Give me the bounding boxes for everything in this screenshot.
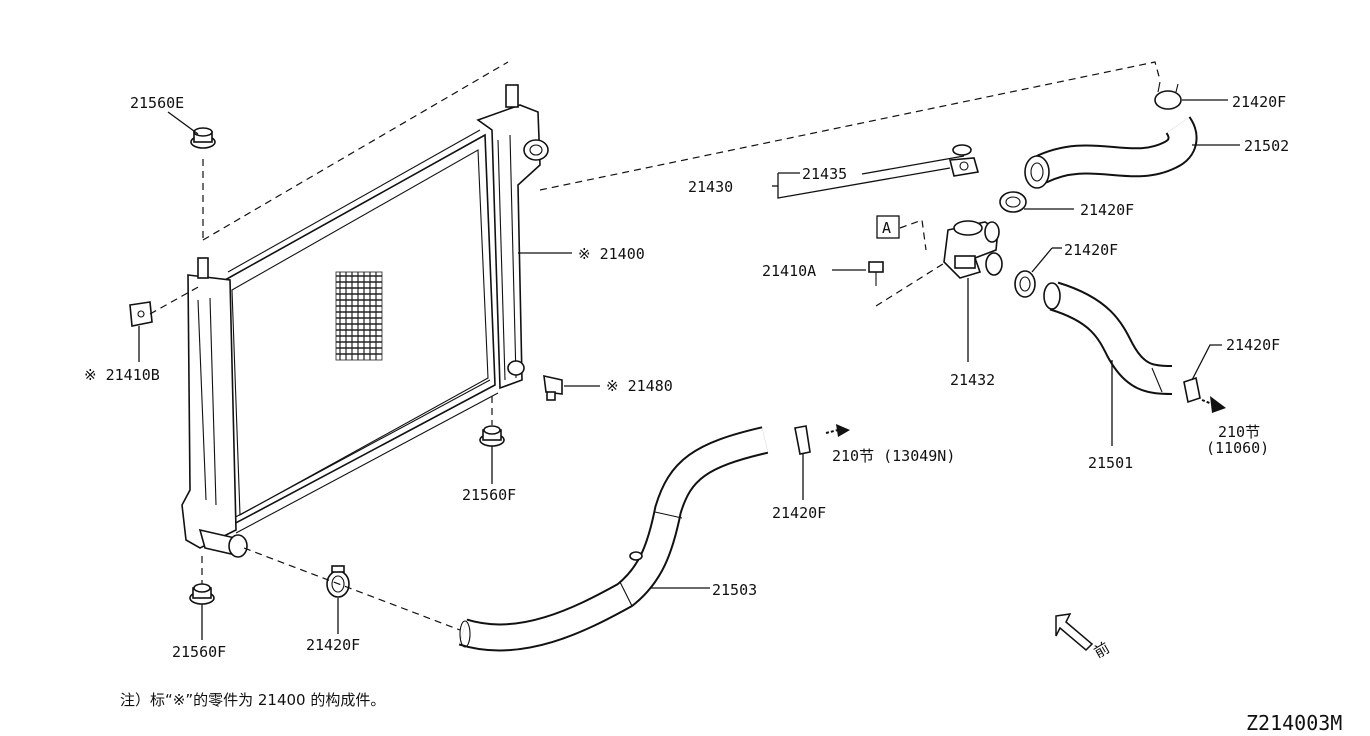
part-labels: 21560E ※ 21410B ※ 21400 ※ 21480 21560F 2… bbox=[84, 93, 1289, 661]
label-21560F-mid: 21560F bbox=[462, 486, 516, 504]
front-mark: 前 bbox=[1091, 639, 1113, 662]
label-21420F-right-2: 21420F bbox=[1064, 241, 1118, 259]
label-21480: ※ 21480 bbox=[606, 377, 673, 395]
label-21560E: 21560E bbox=[130, 94, 184, 112]
front-direction-arrow: 前 bbox=[1055, 613, 1113, 662]
leader-lines bbox=[138, 99, 1240, 640]
label-21410A: 21410A bbox=[762, 262, 816, 280]
grommet-21560E bbox=[190, 127, 216, 149]
dashed-leaders bbox=[149, 61, 1161, 631]
label-21420F-top: 21420F bbox=[1232, 93, 1286, 111]
hose-21503 bbox=[458, 426, 769, 652]
label-21420F-bottom: 21420F bbox=[306, 636, 360, 654]
label-21430: 21430 bbox=[688, 178, 733, 196]
clamp-21420F-bottom bbox=[326, 565, 350, 598]
label-ref-13049N: 210节 (13049N) bbox=[832, 447, 955, 465]
grommet-21560F-bottom bbox=[189, 583, 215, 605]
diagram-code: Z214003M bbox=[1246, 711, 1342, 735]
label-21400: ※ 21400 bbox=[578, 245, 645, 263]
label-21432: 21432 bbox=[950, 371, 995, 389]
label-21501: 21501 bbox=[1088, 454, 1133, 472]
label-21435: 21435 bbox=[802, 165, 847, 183]
grommet-21560F-mid bbox=[479, 425, 505, 447]
radiator-21400 bbox=[181, 84, 549, 558]
label-ref-11060-a: 210节 bbox=[1218, 423, 1260, 441]
bolt-21410A bbox=[868, 261, 884, 286]
hose-21501 bbox=[1043, 281, 1173, 395]
water-outlet-21432 bbox=[943, 220, 1003, 279]
gasket-21435 bbox=[952, 144, 972, 156]
clamp-21420F-top bbox=[1154, 81, 1182, 110]
bracket-21410B bbox=[129, 301, 153, 327]
hose-21502 bbox=[1024, 116, 1198, 189]
marker-a-label: A bbox=[882, 219, 891, 237]
arrow-13049N bbox=[825, 424, 850, 437]
label-21420F-right-1: 21420F bbox=[1080, 201, 1134, 219]
label-21560F-bottom: 21560F bbox=[172, 643, 226, 661]
label-21420F-mid: 21420F bbox=[772, 504, 826, 522]
label-ref-11060-b: (11060) bbox=[1206, 439, 1269, 457]
clamp-21420F-right-3 bbox=[1183, 376, 1201, 404]
label-21410B: ※ 21410B bbox=[84, 366, 160, 384]
arrow-11060 bbox=[1201, 396, 1226, 413]
label-21420F-right-3: 21420F bbox=[1226, 336, 1280, 354]
footnote: 注）标“※”的零件为 21400 的构成件。 bbox=[120, 691, 385, 709]
thermostat-flange-21430 bbox=[948, 157, 980, 177]
marker-box-A: A bbox=[876, 215, 900, 239]
clamp-21420F-right-2 bbox=[1014, 270, 1036, 298]
label-21503: 21503 bbox=[712, 581, 757, 599]
core-fin-pattern bbox=[335, 271, 383, 361]
clamp-21420F-mid bbox=[794, 425, 811, 455]
clamp-21420F-right-1 bbox=[999, 191, 1027, 213]
drain-plug-21480 bbox=[543, 374, 563, 401]
label-21502: 21502 bbox=[1244, 137, 1289, 155]
